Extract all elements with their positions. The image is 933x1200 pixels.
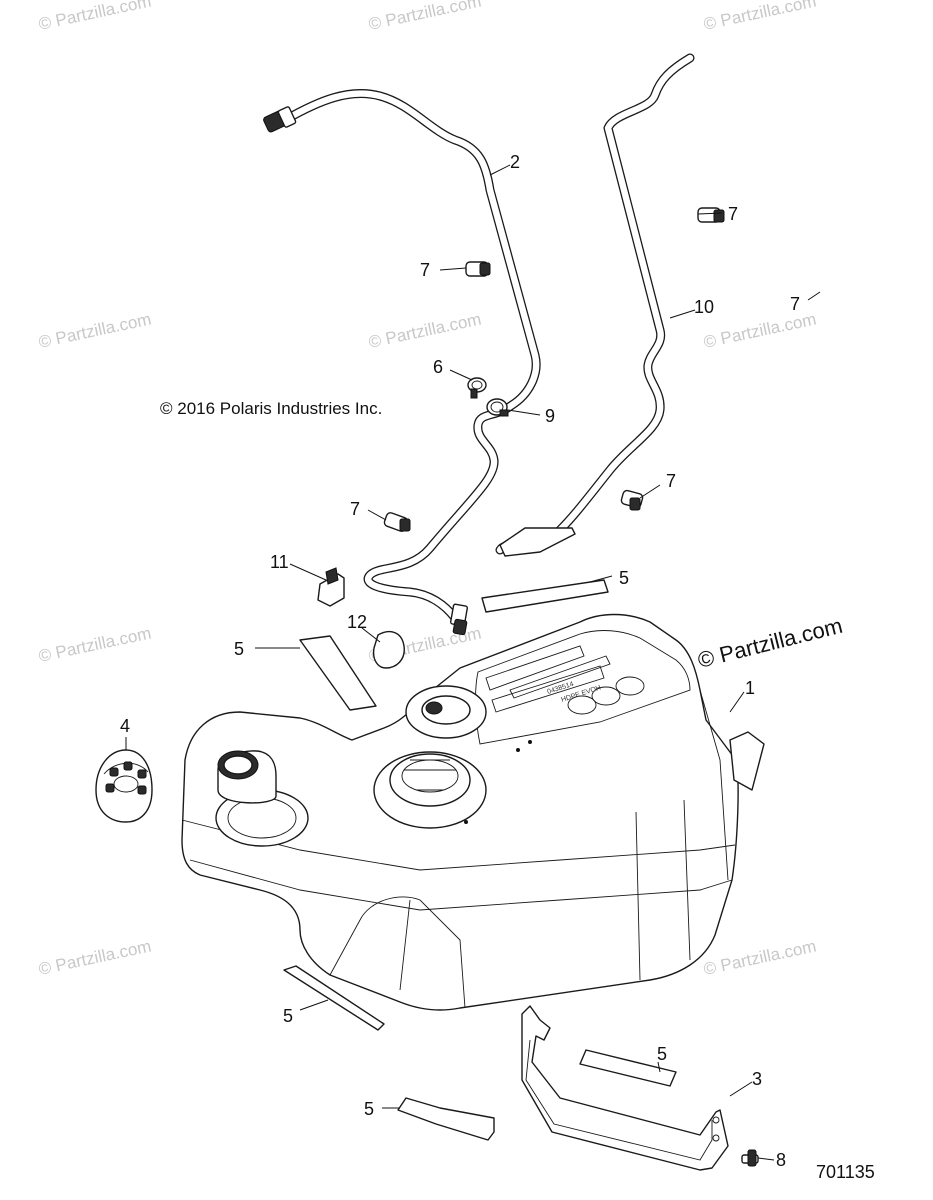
fuel-tank-1: 0438514 HDPE EVOH	[181, 613, 765, 1011]
clip-top-right	[697, 207, 725, 223]
callout-7-upper-left: 7	[420, 260, 430, 280]
callout-10: 10	[694, 297, 714, 317]
watermark-7: © Partzilla.com	[37, 624, 153, 666]
callout-7-mid-left: 7	[350, 499, 360, 519]
callout-3: 3	[752, 1069, 762, 1089]
callout-7-far-right: 7	[790, 294, 800, 314]
figure-number: 701135	[816, 1162, 875, 1182]
clamp-6	[467, 377, 487, 399]
watermark-2: © Partzilla.com	[367, 0, 483, 34]
leader-lines	[125, 164, 821, 1161]
callout-8: 8	[776, 1150, 786, 1170]
pad-5-strap	[579, 1049, 677, 1087]
callout-5-top: 5	[619, 568, 629, 588]
callout-6: 6	[433, 357, 443, 377]
callouts: 2 7 7 7 10 6 9 7 7 11 5 12 5 1 4 5 5 5 3…	[120, 152, 800, 1170]
callout-1: 1	[745, 678, 755, 698]
callout-5-strap: 5	[657, 1044, 667, 1064]
watermark-1: © Partzilla.com	[37, 0, 153, 34]
vent-hose-2	[263, 89, 541, 636]
clip-upper-left	[465, 261, 491, 277]
callout-12: 12	[347, 612, 367, 632]
watermark-9: © Partzilla.com	[37, 937, 153, 979]
callout-2: 2	[510, 152, 520, 172]
callout-5-bottom-left: 5	[283, 1006, 293, 1026]
tank-strap-3	[521, 1005, 729, 1171]
partzilla-mark: © Partzilla.com	[695, 613, 845, 673]
bracket-11	[317, 567, 345, 607]
watermark-4: © Partzilla.com	[37, 310, 153, 352]
callout-4: 4	[120, 716, 130, 736]
callout-5-bottom-middle: 5	[364, 1099, 374, 1119]
callout-5-left: 5	[234, 639, 244, 659]
callout-11: 11	[270, 552, 289, 572]
pad-12	[372, 631, 405, 669]
watermark-3: © Partzilla.com	[702, 0, 818, 34]
foam-pads-5	[283, 579, 677, 1141]
clamp-9	[486, 398, 509, 417]
bolt-8	[741, 1149, 759, 1167]
callout-9: 9	[545, 406, 555, 426]
vent-hose-10	[495, 53, 695, 557]
callout-7-top-right: 7	[728, 204, 738, 224]
watermark-11: © Partzilla.com	[702, 937, 818, 979]
pad-5-left	[299, 635, 377, 711]
copyright-text: © 2016 Polaris Industries Inc.	[160, 399, 382, 418]
pad-5-top	[481, 579, 609, 613]
clip-mid-right	[620, 489, 644, 511]
watermark-5: © Partzilla.com	[367, 310, 483, 352]
pad-5-bottom-middle	[397, 1097, 495, 1141]
clip-mid-left	[383, 512, 411, 532]
fuel-cap-4	[95, 749, 153, 823]
callout-7-mid-right: 7	[666, 471, 676, 491]
pad-5-bottom-left	[283, 965, 385, 1031]
watermark-6: © Partzilla.com	[702, 310, 818, 352]
